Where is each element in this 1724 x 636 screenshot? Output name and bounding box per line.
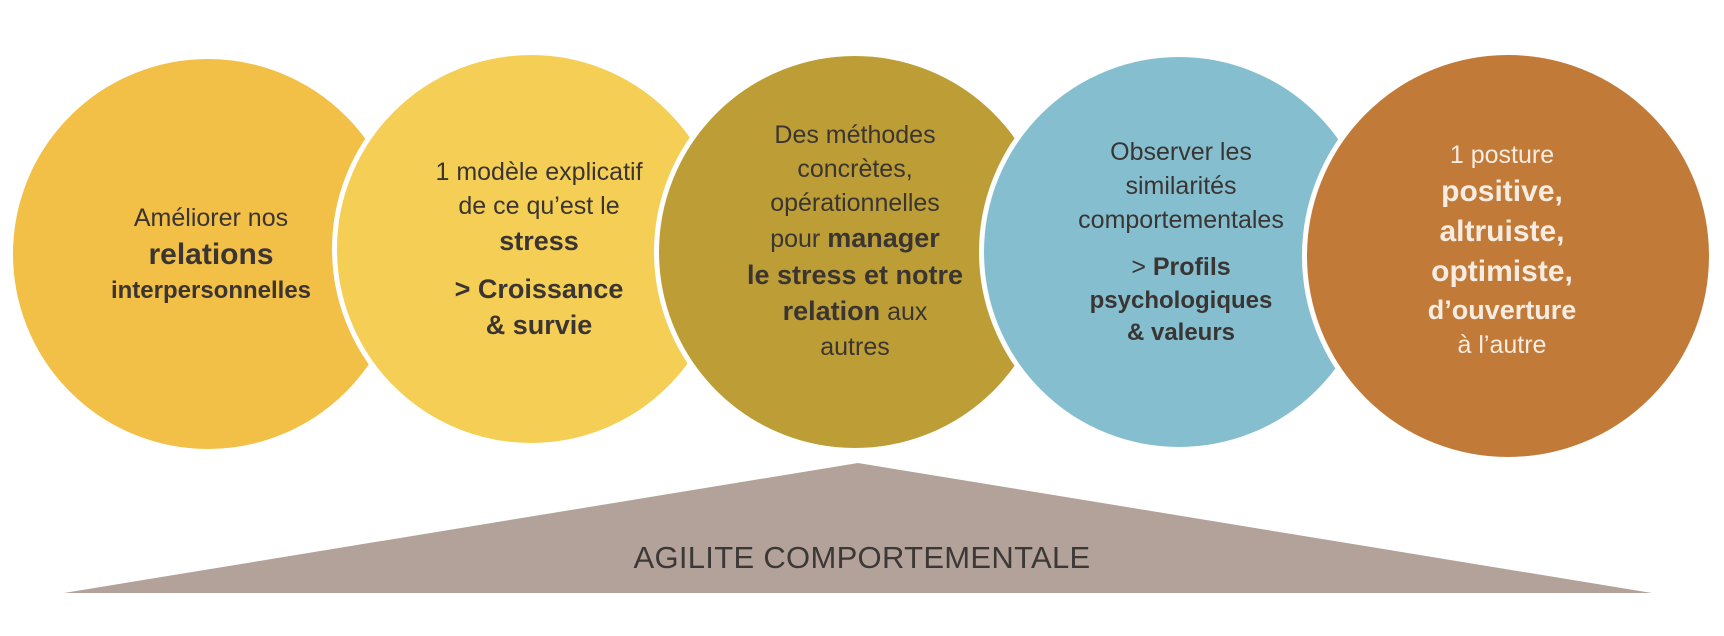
circle-methods-line4-bold: manager <box>827 223 940 253</box>
circle-methods-line6: relation aux <box>783 293 928 330</box>
circle-methods-line7: autres <box>820 333 890 361</box>
circle-relations-line1: Améliorer nos <box>133 204 289 232</box>
circle-behaviour-text: Observer les similarités comportementale… <box>1078 135 1284 349</box>
circle-relations: Améliorer nos relations interpersonnelle… <box>8 54 408 454</box>
circle-relations-text: Améliorer nos relations interpersonnelle… <box>111 201 311 307</box>
base-triangle <box>64 463 1652 593</box>
circle-behaviour-line4-plain: > <box>1131 253 1153 281</box>
circle-behaviour-line1: Observer les <box>1110 138 1252 166</box>
base-label: AGILITE COMPORTEMENTALE <box>633 540 1091 575</box>
circle-methods-line2: concrètes, <box>797 155 913 183</box>
circle-behaviour: Observer les similarités comportementale… <box>979 52 1379 452</box>
circle-posture-line5: d’ouverture <box>1427 295 1577 325</box>
circle-behaviour-line2: similarités <box>1125 172 1237 200</box>
circle-posture-line2: positive, <box>1441 175 1563 208</box>
circle-stress-model-line3: stress <box>499 226 579 256</box>
circle-posture-line6: à l’autre <box>1457 331 1547 359</box>
circle-behaviour-line6: & valeurs <box>1126 319 1236 346</box>
circle-stress-model-line2: de ce qu’est le <box>458 192 620 220</box>
circle-methods-line4: pour manager <box>770 220 940 257</box>
circle-behaviour-line4: > Profils <box>1131 249 1230 285</box>
circle-relations-line3: interpersonnelles <box>110 277 312 304</box>
circle-stress-model-text: 1 modèle explicatif de ce qu’est le stre… <box>435 155 642 343</box>
circle-stress-model-line4: > Croissance <box>454 274 624 304</box>
circle-behaviour-line3: comportementales <box>1078 206 1284 234</box>
circle-posture: 1 posture positive, altruiste, optimiste… <box>1302 50 1714 462</box>
circle-behaviour-line5: psychologiques <box>1089 287 1273 314</box>
circle-posture-line4: optimiste, <box>1431 255 1573 288</box>
circle-behaviour-line4-bold: Profils <box>1152 253 1231 281</box>
circle-methods-line4-plain: pour <box>770 225 828 253</box>
circle-relations-line2: relations <box>148 238 274 271</box>
circle-methods-line6-plain: aux <box>880 298 928 326</box>
circle-methods-line6-bold: relation <box>782 296 881 326</box>
circle-stress-model-line5: & survie <box>485 310 593 340</box>
circle-posture-line3: altruiste, <box>1439 215 1565 248</box>
circle-methods-line1: Des méthodes <box>774 121 936 149</box>
circle-methods-line5: le stress et notre <box>746 260 964 290</box>
circle-posture-text: 1 posture positive, altruiste, optimiste… <box>1428 138 1577 362</box>
circle-posture-line1: 1 posture <box>1449 141 1555 169</box>
circle-methods-text: Des méthodes concrètes, opérationnelles … <box>747 118 963 364</box>
circle-stress-model-line1: 1 modèle explicatif <box>435 158 643 186</box>
circle-methods-line3: opérationnelles <box>770 189 940 217</box>
